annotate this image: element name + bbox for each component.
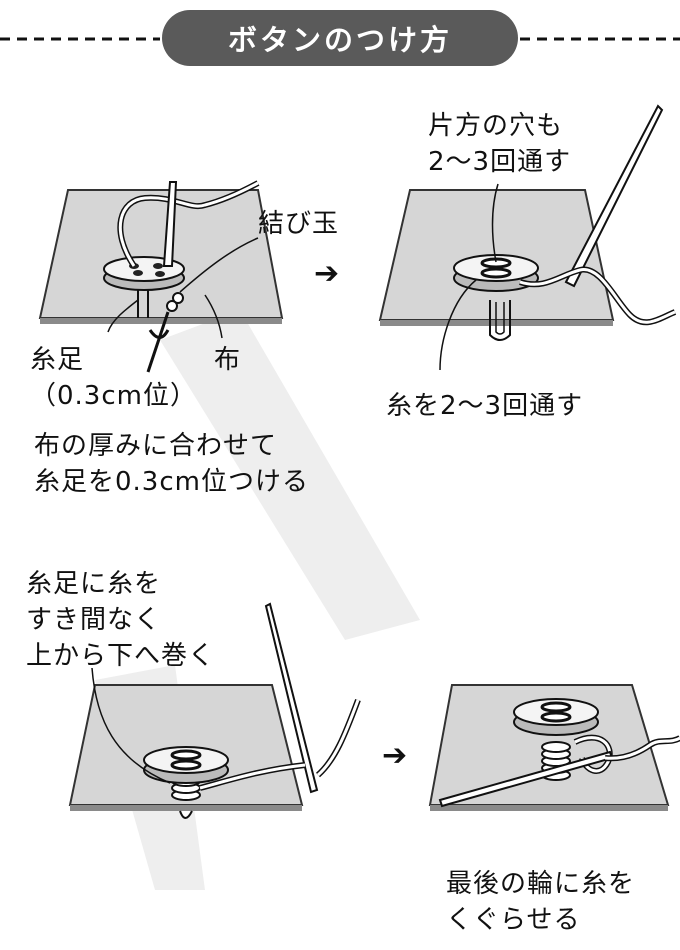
label-knot: 結び玉 <box>258 209 340 239</box>
step4-illustration <box>428 684 680 811</box>
spotlight-beam-1 <box>160 310 420 640</box>
step2-button <box>453 254 539 292</box>
step3-illustration <box>68 602 361 819</box>
page-title: ボタンのつけ方 <box>162 10 518 66</box>
step4-note: 最後の輪に糸を くぐらせる <box>446 869 636 935</box>
step1-illustration <box>38 180 284 373</box>
label-shank: 糸足 （0.3cm位） <box>30 345 197 411</box>
step1-note: 布の厚みに合わせて 糸足を0.3cm位つける <box>34 431 309 497</box>
step3-note: 糸足に糸を すき間なく 上から下へ巻く <box>26 569 216 671</box>
step4-button <box>513 698 599 736</box>
step2-needle <box>564 104 664 288</box>
step3-button <box>143 746 229 784</box>
step1-needle <box>146 311 170 373</box>
label-one-hole: 片方の穴も 2～3回通す <box>428 111 572 177</box>
step1-cloth <box>38 189 284 319</box>
arrow-right-icon: ➔ <box>314 256 340 291</box>
arrow-right-icon: ➔ <box>382 738 408 773</box>
step2-illustration <box>378 104 677 371</box>
label-thread-through: 糸を2～3回通す <box>386 391 584 421</box>
step1-knot <box>166 292 184 312</box>
label-cloth: 布 <box>214 345 242 375</box>
step3-needle <box>264 602 319 794</box>
